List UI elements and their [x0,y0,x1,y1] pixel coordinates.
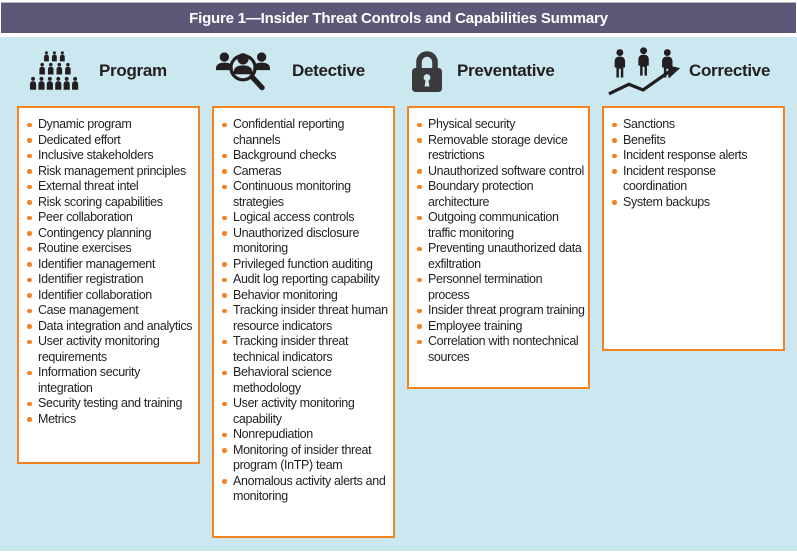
list-item: Tracking insider threat technical indica… [220,334,391,365]
list-item: Audit log reporting capability [220,272,391,288]
list-item: Contingency planning [25,226,196,242]
list-item: User activity monitoring capability [220,396,391,427]
list-item: Routine exercises [25,241,196,257]
list-item: Monitoring of insider threat program (In… [220,443,391,474]
list-item: Identifier collaboration [25,288,196,304]
list-item: Behavioral science methodology [220,365,391,396]
list-item: Information security integration [25,365,196,396]
list-item: Personnel termination process [415,272,586,303]
list-item: Nonrepudiation [220,427,391,443]
column-label-preventative: Preventative [457,61,555,80]
list-item: Sanctions [610,117,781,133]
list-item: Insider threat program training [415,303,586,319]
list-item: Boundary protection architecture [415,179,586,210]
list-item: Identifier management [25,257,196,273]
list-item: Correlation with nontechnical sources [415,334,586,365]
list-item: Unauthorized software control [415,164,586,180]
list-item: Peer collaboration [25,210,196,226]
list-item: Background checks [220,148,391,164]
column-header-program: Program [17,45,200,97]
column-label-corrective: Corrective [689,61,771,80]
list-item: Inclusive stakeholders [25,148,196,164]
column-header-detective: Detective [212,45,395,97]
list-item: Dedicated effort [25,133,196,149]
magnifying-glass-people-icon [216,49,270,93]
figure-title: Figure 1—Insider Threat Controls and Cap… [189,9,608,27]
list-item: System backups [610,195,781,211]
list-item: Data integration and analytics [25,319,196,335]
list-item: Identifier registration [25,272,196,288]
column-header-corrective: Corrective [602,45,785,97]
list-item: Metrics [25,412,196,428]
list-item: Cameras [220,164,391,180]
list-item: Unauthorized disclosure monitoring [220,226,391,257]
list-item: Incident response alerts [610,148,781,164]
list-item: Tracking insider threat human resource i… [220,303,391,334]
column-detective: Detective Confidential reporting channel… [212,45,395,538]
list-item: Incident response coordination [610,164,781,195]
list-item: Risk scoring capabilities [25,195,196,211]
list-item: Preventing unauthorized data exfiltratio… [415,241,586,272]
list-item: Privileged function auditing [220,257,391,273]
list-item: Anomalous activity alerts and monitoring [220,474,391,505]
padlock-icon [409,48,445,94]
people-trend-arrow-icon [608,46,682,96]
column-label-detective: Detective [292,61,365,80]
list-item: Behavior monitoring [220,288,391,304]
list-item: Logical access controls [220,210,391,226]
list-item: Risk management principles [25,164,196,180]
list-item: Confidential reporting channels [220,117,391,148]
list-item: Security testing and training [25,396,196,412]
list-item: Removable storage device restrictions [415,133,586,164]
list-item: External threat intel [25,179,196,195]
list-item: Case management [25,303,196,319]
list-item: Outgoing communication traffic monitorin… [415,210,586,241]
list-item: User activity monitoring requirements [25,334,196,365]
column-header-preventative: Preventative [407,45,590,97]
list-item: Dynamic program [25,117,196,133]
title-bar: Figure 1—Insider Threat Controls and Cap… [1,2,796,33]
list-item: Continuous monitoring strategies [220,179,391,210]
people-pyramid-icon [29,45,79,97]
list-item: Employee training [415,319,586,335]
list-item: Physical security [415,117,586,133]
column-label-program: Program [99,61,167,80]
list-item: Benefits [610,133,781,149]
